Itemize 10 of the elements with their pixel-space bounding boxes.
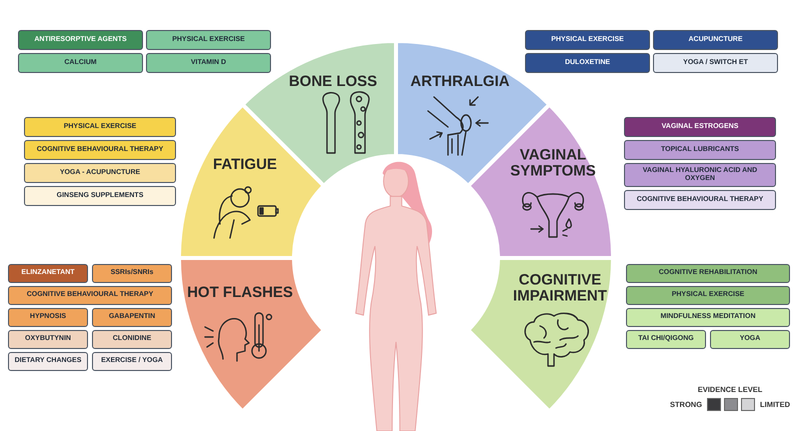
segment-title: VAGINAL SYMPTOMS [509,147,597,179]
ring-segment [470,259,612,410]
segment-title: HOT FLASHES [186,285,294,301]
ring-segment [470,106,612,257]
ring-segment [180,106,322,257]
segment-title: BONE LOSS [288,74,378,90]
segment-title: ARTHRALGIA [409,74,511,90]
ring-segment [180,259,322,410]
segment-title: COGNITIVE IMPAIRMENT [512,272,608,304]
segment-title: FATIGUE [212,157,278,173]
